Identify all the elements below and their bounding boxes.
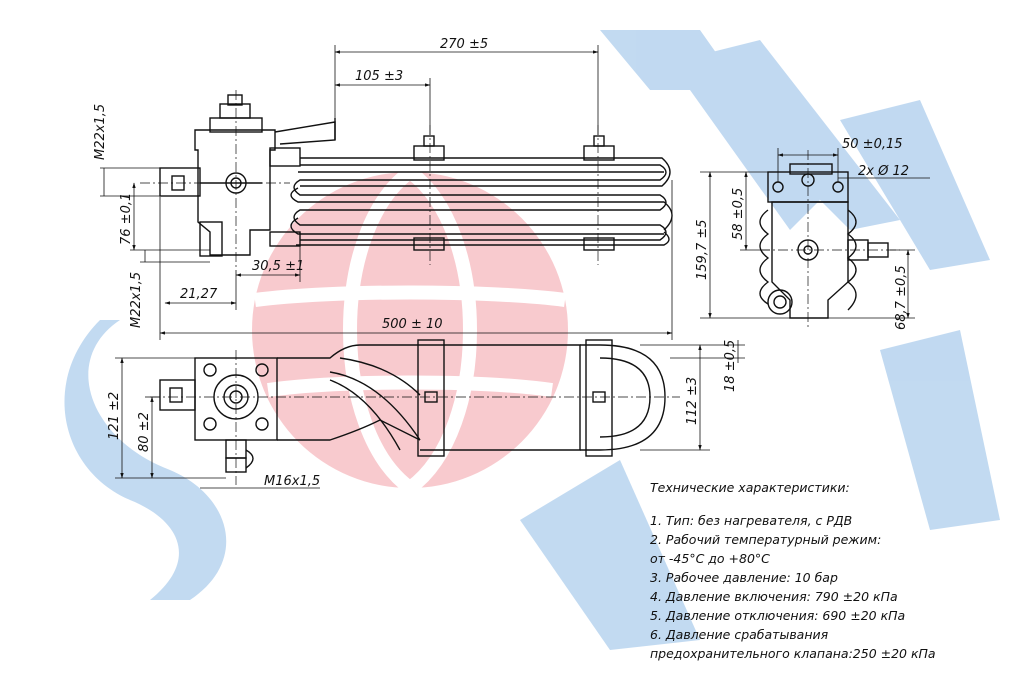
dim-2x12: 2x Ø 12: [858, 164, 909, 179]
valve-body: [159, 94, 336, 257]
dim-m22-bottom: M22x1,5: [129, 272, 144, 328]
dimension-labels: 270 ±5 105 ±3 50 ±0,15 2x Ø 12 M22x1,5 7…: [93, 37, 909, 489]
coil-tubes: [290, 157, 673, 246]
watermark-globe: [252, 166, 568, 494]
dim-80: 80 ±2: [137, 412, 152, 452]
dim-m22-top: M22x1,5: [93, 104, 108, 160]
dim-76: 76 ±0,1: [119, 193, 134, 245]
dim-21-27: 21,27: [180, 287, 218, 302]
spec-line: 3. Рабочее давление: 10 бар: [650, 570, 838, 585]
watermark-letters: [64, 30, 1000, 650]
dimension-lines-side: [100, 45, 673, 340]
spec-line: 2. Рабочий температурный режим:: [650, 532, 882, 547]
side-view: [140, 90, 673, 270]
specs-title: Технические характеристики:: [650, 480, 850, 495]
dimension-lines-end: [700, 148, 930, 319]
spec-line: 5. Давление отключения: 690 ±20 кПа: [650, 608, 906, 623]
spec-line: от -45°С до +80°С: [650, 551, 770, 566]
end-view: [759, 150, 900, 330]
dim-500: 500 ± 10: [382, 317, 443, 332]
dim-121: 121 ±2: [107, 392, 122, 440]
spec-line: 6. Давление срабатывания: [650, 627, 829, 642]
dim-68-7: 68,7 ±0,5: [894, 265, 909, 330]
dim-159-7: 159,7 ±5: [695, 219, 710, 280]
dim-270: 270 ±5: [440, 37, 488, 52]
dim-50: 50 ±0,15: [842, 137, 903, 152]
spec-line: 4. Давление включения: 790 ±20 кПа: [650, 589, 898, 604]
dim-105: 105 ±3: [355, 69, 403, 84]
dim-58: 58 ±0,5: [731, 188, 746, 240]
dim-30-5: 30,5 ±1: [252, 259, 304, 274]
dimension-lines-top: [115, 340, 745, 489]
dim-18: 18 ±0,5: [723, 340, 738, 392]
spec-line: предохранительного клапана:250 ±20 кПа: [650, 646, 936, 661]
dim-m16: M16x1,5: [264, 474, 320, 489]
dim-112: 112 ±3: [685, 377, 700, 425]
watermark: [64, 30, 1000, 650]
technical-specs: Технические характеристики: 1. Тип: без …: [650, 478, 1020, 663]
top-view: [150, 339, 680, 485]
spec-line: 1. Тип: без нагревателя, с РДВ: [650, 513, 853, 528]
